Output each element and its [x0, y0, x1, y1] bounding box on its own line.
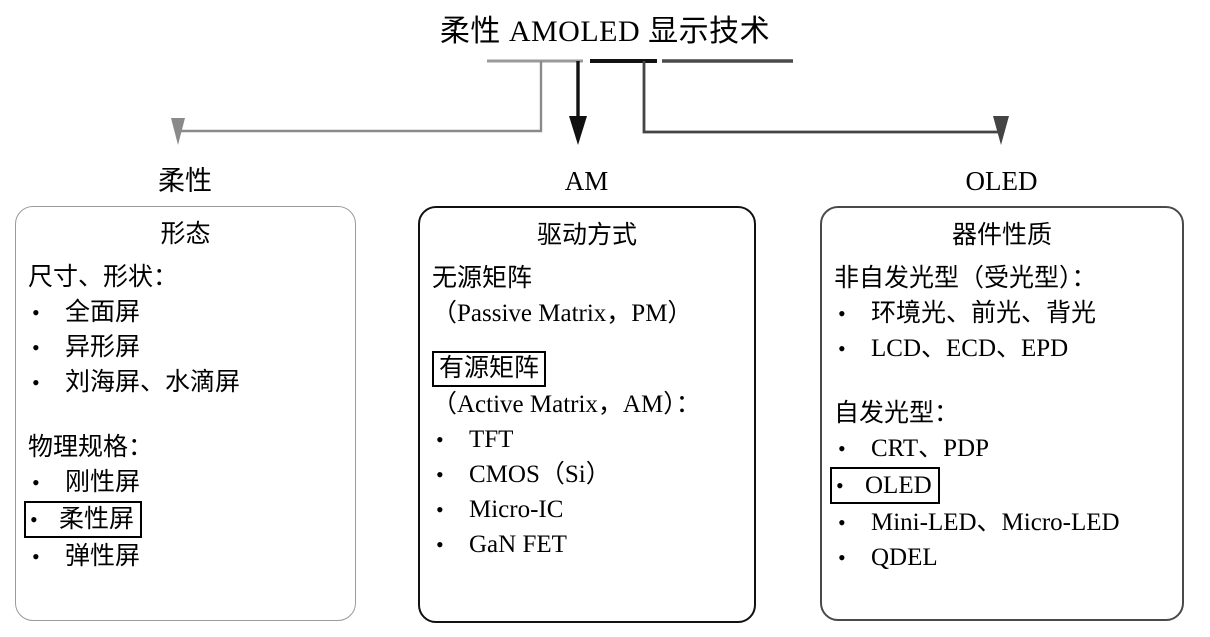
list-item[interactable]: • CMOS（Si）	[432, 457, 744, 492]
active-matrix-abbrev: （Active Matrix，AM）：	[432, 391, 701, 418]
group-heading: 尺寸、形状：	[28, 264, 179, 291]
list-item-label: TFT	[469, 426, 514, 453]
group-list: • 刚性屏 • 柔性屏 • 弹性屏	[24, 465, 345, 574]
panel-title: 器件性质	[951, 222, 1052, 249]
list-item-label: 弹性屏	[65, 543, 141, 570]
column-header-label: OLED	[965, 166, 1038, 196]
list-item[interactable]: • Micro-IC	[432, 492, 744, 527]
connector-left	[176, 61, 543, 133]
active-matrix-highlight[interactable]: 有源矩阵	[432, 351, 547, 387]
arrow-head-middle	[569, 116, 587, 145]
bullet-icon: •	[838, 301, 846, 326]
list-item-label: Mini-LED、Micro-LED	[871, 509, 1120, 536]
list-item-label: CMOS（Si）	[469, 461, 611, 488]
list-item[interactable]: • QDEL	[834, 540, 1172, 575]
bullet-icon: •	[838, 510, 846, 535]
group-list: • TFT • CMOS（Si） • Micro-IC • GaN FET	[432, 422, 744, 562]
list-item[interactable]: • 刘海屏、水滴屏	[28, 365, 345, 400]
panel-title: 形态	[160, 221, 211, 248]
title-text: 柔性 AMOLED 显示技术	[439, 15, 771, 48]
column-header-label: AM	[564, 166, 609, 196]
panel-am: 驱动方式 无源矩阵 （Passive Matrix，PM） 有源矩阵 （Acti…	[418, 206, 756, 623]
group-heading: 自发光型：	[834, 400, 960, 427]
group-heading-active-matrix: 有源矩阵	[432, 351, 744, 387]
list-item-label: 刚性屏	[65, 469, 141, 496]
panel-flexible: 形态 尺寸、形状： • 全面屏 • 异形屏 • 刘海屏、水滴屏 物理规格：	[15, 206, 356, 621]
list-item[interactable]: • 环境光、前光、背光	[834, 296, 1172, 331]
bullet-icon: •	[32, 544, 40, 569]
panel-body: 无源矩阵 （Passive Matrix，PM） 有源矩阵 （Active Ma…	[420, 261, 754, 562]
list-item-highlighted[interactable]: • 柔性屏	[24, 501, 143, 538]
bullet-icon: •	[436, 462, 444, 487]
bullet-icon: •	[30, 507, 38, 532]
list-item-label: 全面屏	[65, 299, 141, 326]
list-item[interactable]: • GaN FET	[432, 527, 744, 562]
diagram-title: 柔性 AMOLED 显示技术	[0, 12, 1210, 52]
list-item[interactable]: • 异形屏	[28, 330, 345, 365]
column-header-am: AM	[418, 165, 755, 197]
list-item[interactable]: • TFT	[432, 422, 744, 457]
list-item-label: OLED	[865, 472, 932, 499]
column-header-label: 柔性	[158, 166, 212, 196]
passive-matrix-label: 无源矩阵	[432, 265, 533, 292]
list-item-label: 柔性屏	[59, 506, 135, 533]
list-item-highlighted[interactable]: • OLED	[830, 467, 940, 504]
passive-matrix-abbrev: （Passive Matrix，PM）	[432, 300, 693, 327]
bullet-icon: •	[838, 336, 846, 361]
arrow-head-left	[171, 118, 185, 145]
bullet-icon: •	[436, 532, 444, 557]
bullet-icon: •	[838, 436, 846, 461]
list-item-label: LCD、ECD、EPD	[871, 335, 1069, 362]
panel-title: 驱动方式	[536, 222, 637, 249]
column-header-oled: OLED	[820, 165, 1183, 197]
list-item-label: QDEL	[871, 544, 938, 571]
group-heading: 非自发光型（受光型）：	[834, 265, 1097, 292]
list-item[interactable]: • Mini-LED、Micro-LED	[834, 505, 1172, 540]
list-item[interactable]: • 弹性屏	[28, 539, 345, 574]
group-spacer	[432, 331, 744, 351]
bullet-icon: •	[32, 370, 40, 395]
group-list: • 环境光、前光、背光 • LCD、ECD、EPD	[834, 296, 1172, 366]
group-list: • 全面屏 • 异形屏 • 刘海屏、水滴屏	[28, 295, 345, 400]
list-item[interactable]: • LCD、ECD、EPD	[834, 331, 1172, 366]
list-item[interactable]: • 全面屏	[28, 295, 345, 330]
bullet-icon: •	[32, 470, 40, 495]
list-item-label: GaN FET	[469, 531, 567, 558]
panel-body: 非自发光型（受光型）： • 环境光、前光、背光 • LCD、ECD、EPD 自发…	[822, 261, 1182, 575]
list-item-label: CRT、PDP	[871, 435, 989, 462]
bullet-icon: •	[838, 545, 846, 570]
list-item-label: Micro-IC	[469, 496, 564, 523]
list-item-label: 环境光、前光、背光	[871, 300, 1097, 327]
group-spacer	[28, 400, 345, 420]
list-item[interactable]: • CRT、PDP	[834, 431, 1172, 466]
group-list: • CRT、PDP • OLED • Mini-LED、Micro-LED • …	[830, 431, 1172, 575]
list-item[interactable]: • 刚性屏	[28, 465, 345, 500]
column-header-flexible: 柔性	[15, 165, 355, 197]
panel-body: 尺寸、形状： • 全面屏 • 异形屏 • 刘海屏、水滴屏 物理规格：	[16, 260, 355, 574]
panel-oled: 器件性质 非自发光型（受光型）： • 环境光、前光、背光 • LCD、ECD、E…	[820, 206, 1184, 621]
group-spacer	[834, 366, 1172, 386]
group-heading: 物理规格：	[28, 434, 154, 461]
arrow-head-right	[993, 116, 1009, 145]
bullet-icon: •	[436, 427, 444, 452]
bullet-icon: •	[32, 335, 40, 360]
list-item-label: 异形屏	[65, 334, 141, 361]
bullet-icon: •	[436, 497, 444, 522]
connector-right	[642, 61, 1003, 134]
list-item-label: 刘海屏、水滴屏	[65, 369, 241, 396]
bullet-icon: •	[836, 473, 844, 498]
bullet-icon: •	[32, 300, 40, 325]
